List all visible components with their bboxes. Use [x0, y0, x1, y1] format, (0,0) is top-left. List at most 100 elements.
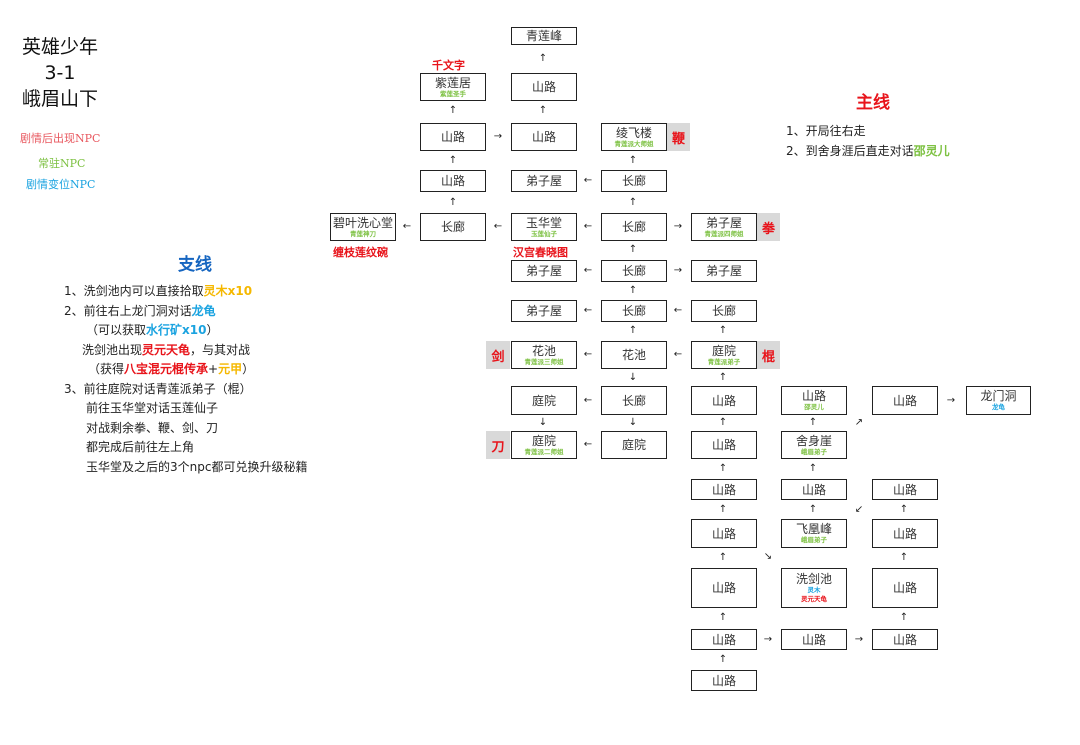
node-npc: 青莲神刀	[350, 229, 376, 238]
map-node: 山路	[420, 170, 486, 192]
node-name: 庭院	[621, 438, 646, 452]
node-name: 青莲峰	[525, 29, 562, 43]
map-node: 龙门洞龙龟	[966, 386, 1031, 415]
arrow-right-icon	[947, 396, 955, 406]
arrow-left-icon	[584, 222, 592, 232]
highlight: 水行矿x10	[146, 323, 207, 337]
node-name: 碧叶洗心堂	[332, 215, 393, 230]
step-text: 前往玉华堂对话玉莲仙子	[86, 401, 219, 415]
node-name: 长廊	[621, 304, 646, 318]
arrow-up-icon	[900, 505, 908, 515]
node-name: 长廊	[621, 264, 646, 278]
arrow-sw-icon	[855, 505, 863, 515]
map-node: 绫飞楼青莲派大师姐	[601, 123, 667, 151]
chapter-title: 英雄少年 3-1 峨眉山下	[18, 34, 102, 112]
node-name: 龙门洞	[980, 389, 1017, 403]
map-node: 庭院青莲派二师姐	[511, 431, 577, 459]
node-name: 绫飞楼	[615, 125, 652, 140]
weapon-tag-sword: 剑	[486, 341, 510, 369]
map-node: 飞凰峰峨眉弟子	[781, 519, 847, 548]
map-node: 青莲峰	[511, 27, 577, 45]
node-name: 长廊	[621, 174, 646, 188]
node-name: 山路	[892, 632, 917, 647]
map-node: 长廊	[601, 213, 667, 241]
arrow-left-icon	[674, 350, 682, 360]
node-npc: 峨眉弟子	[801, 536, 827, 544]
game-title: 英雄少年	[21, 36, 98, 58]
legend-resident: 常驻NPC	[38, 157, 86, 170]
arrow-se-icon	[764, 552, 772, 562]
arrow-right-icon	[674, 222, 682, 232]
arrow-up-icon	[629, 245, 637, 255]
node-name: 紫莲居	[434, 75, 471, 90]
node-name: 弟子屋	[705, 264, 742, 278]
node-name: 山路	[801, 389, 826, 403]
node-npc: 青莲派大师姐	[614, 139, 654, 148]
step-text: +	[208, 362, 219, 376]
arrow-left-icon	[584, 440, 592, 450]
weapon-tag-fist: 拳	[757, 213, 780, 241]
node-name: 山路	[531, 130, 556, 144]
node-name: 长廊	[621, 220, 646, 234]
map-node: 长廊	[601, 300, 667, 322]
node-name: 山路	[711, 673, 736, 688]
arrow-up-icon	[449, 106, 457, 116]
arrow-down-icon	[539, 418, 547, 428]
arrow-up-icon	[719, 326, 727, 336]
arrow-up-icon	[900, 553, 908, 563]
node-name: 弟子屋	[705, 215, 742, 230]
map-node: 山路	[691, 479, 757, 500]
highlight: 龙龟	[191, 303, 216, 318]
arrow-up-icon	[719, 464, 727, 474]
node-name: 山路	[711, 526, 736, 541]
node-name: 山路	[801, 632, 826, 647]
weapon-tag-blade: 刀	[486, 431, 510, 459]
map-node: 山路邵灵儿	[781, 386, 847, 415]
map-node: 玉华堂玉莲仙子	[511, 213, 577, 241]
node-npc: 青莲派弟子	[707, 357, 741, 366]
arrow-right-icon	[674, 266, 682, 276]
step-text: 洗剑池出现	[82, 342, 143, 357]
node-npc: 青莲派二师姐	[524, 447, 564, 456]
node-name: 庭院	[531, 393, 556, 408]
map-node: 紫莲居紫莲圣手	[420, 73, 486, 101]
legend-moved: 剧情变位NPC	[26, 178, 96, 191]
step-text: 都完成后前往左上角	[86, 440, 195, 454]
map-node: 洗剑池灵木灵元天龟	[781, 568, 847, 608]
side-line-title: 支线	[178, 255, 212, 275]
step-text: 1、洗剑池内可以直接拾取	[64, 284, 204, 298]
node-name: 山路	[440, 130, 465, 144]
arrow-up-icon	[809, 464, 817, 474]
step-text: ）	[242, 362, 255, 376]
map-node: 长廊	[601, 170, 667, 192]
legend-after-story: 剧情后出现NPC	[20, 132, 101, 145]
arrow-up-icon	[539, 106, 547, 116]
arrow-ne-icon	[855, 418, 863, 428]
node-name: 飞凰峰	[795, 522, 832, 536]
main-line-steps: 1、开局往右走 2、到舍身涯后直走对话邵灵儿	[786, 122, 950, 161]
highlight: 八宝混元棍传承	[124, 362, 209, 376]
node-name: 庭院	[711, 343, 736, 358]
node-name: 山路	[892, 581, 917, 595]
map-node: 山路	[872, 479, 938, 500]
step-text: ）	[206, 323, 219, 337]
map-node: 弟子屋	[511, 170, 577, 192]
arrow-down-icon	[629, 373, 637, 383]
node-npc: 龙龟	[992, 403, 1005, 411]
node-npc: 紫莲圣手	[440, 89, 466, 98]
node-name: 山路	[892, 482, 917, 497]
node-npc: 玉莲仙子	[531, 229, 557, 238]
area-name: 峨眉山下	[21, 88, 98, 110]
map-node: 山路	[511, 123, 577, 151]
arrow-left-icon	[584, 350, 592, 360]
node-name: 洗剑池	[795, 572, 832, 586]
weapon-tag-staff: 棍	[757, 341, 780, 369]
map-node: 碧叶洗心堂青莲神刀	[330, 213, 396, 241]
arrow-down-icon	[629, 418, 637, 428]
map-node: 山路	[691, 629, 757, 650]
step-text: ，与其对战	[190, 342, 251, 357]
node-name: 山路	[801, 482, 826, 497]
map-node: 庭院青莲派弟子	[691, 341, 757, 369]
arrow-up-icon	[809, 505, 817, 515]
